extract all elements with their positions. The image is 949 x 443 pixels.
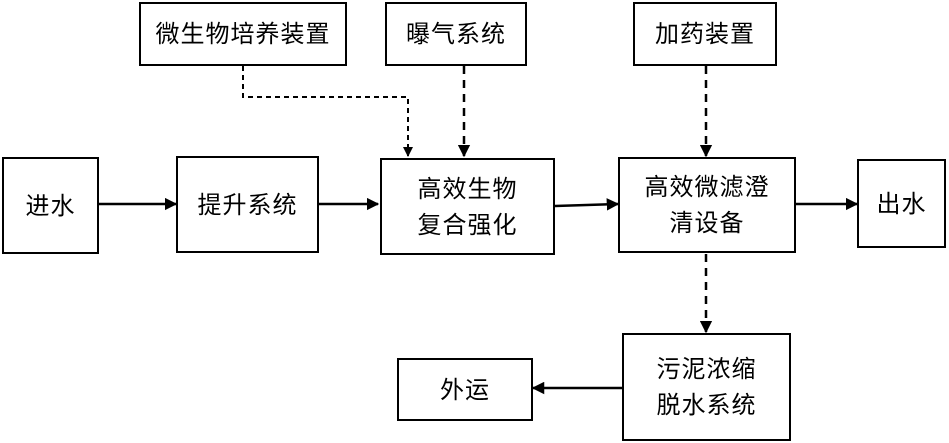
node-dosing-device: 加药装置: [633, 2, 777, 66]
edge-bio-to-filter: [554, 198, 620, 211]
node-inlet: 进水: [2, 157, 99, 254]
edge-micro-culture-to-bio: [242, 66, 413, 157]
node-outlet: 出水: [857, 159, 946, 248]
node-label: 微生物培养装置: [155, 20, 331, 48]
node-label-line-1: 污泥浓缩: [656, 355, 757, 383]
node-label: 提升系统: [197, 190, 298, 219]
node-label: 出水: [876, 189, 927, 218]
node-label-line-2: 脱水系统: [656, 391, 757, 419]
node-sludge-dewatering: 污泥浓缩 脱水系统: [622, 333, 791, 441]
node-label-line-1: 高效生物: [417, 174, 518, 203]
node-transport-out: 外运: [397, 358, 533, 421]
node-bio-enhancement: 高效生物 复合强化: [380, 158, 555, 255]
node-label: 曝气系统: [406, 20, 506, 48]
node-microfilter-clarifier: 高效微滤澄 清设备: [618, 157, 796, 253]
node-label: 加药装置: [655, 20, 755, 48]
node-label-line-1: 高效微滤澄: [644, 173, 770, 201]
node-label: 外运: [440, 375, 490, 404]
node-micro-culture-device: 微生物培养装置: [139, 2, 347, 66]
node-label: 进水: [25, 191, 76, 220]
node-aeration-system: 曝气系统: [385, 2, 527, 66]
node-lift-system: 提升系统: [176, 156, 319, 253]
node-label-line-2: 清设备: [669, 209, 745, 237]
node-label-line-2: 复合强化: [417, 210, 518, 239]
